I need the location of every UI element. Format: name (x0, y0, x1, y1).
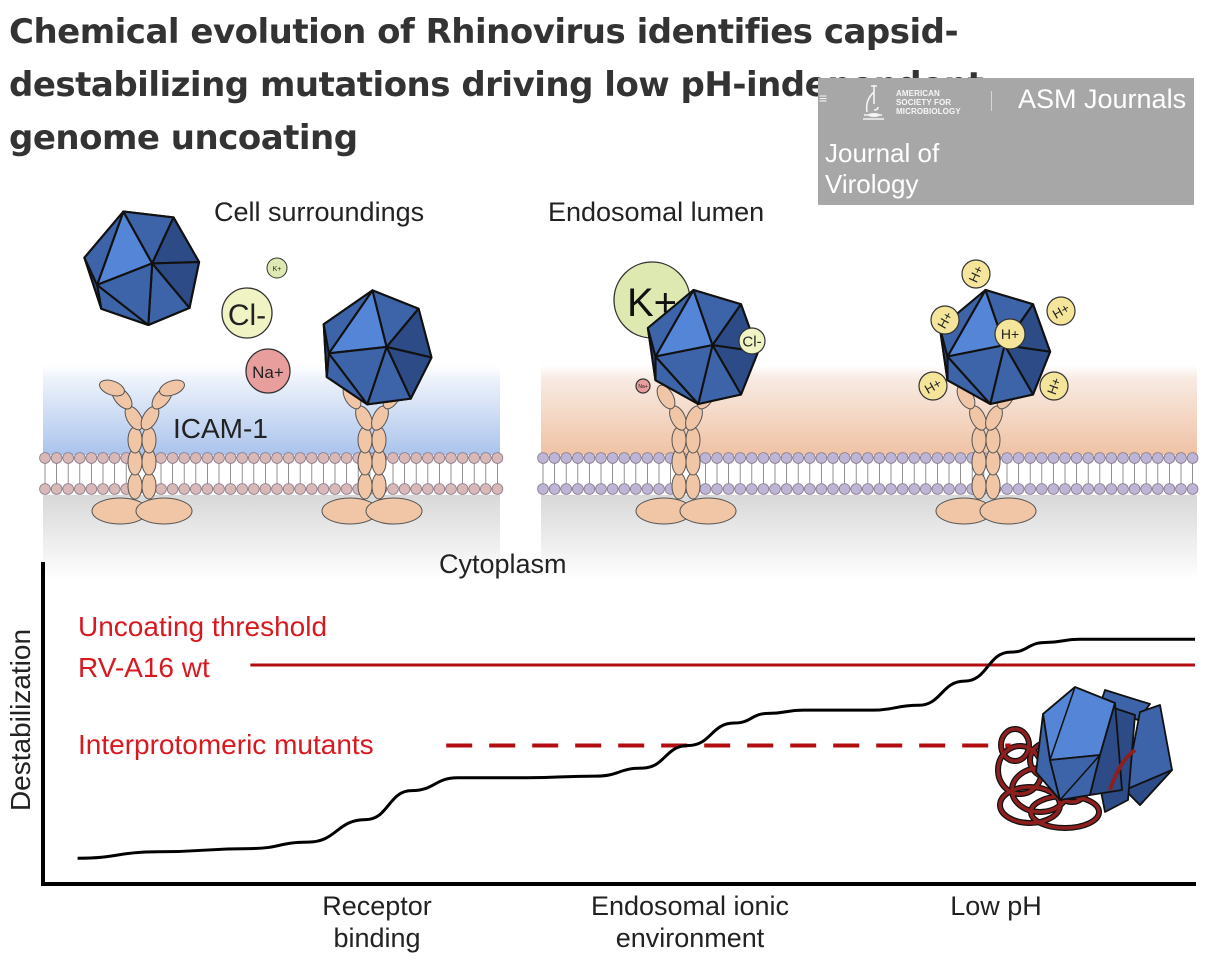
potassium-ion-small: K+ (266, 257, 288, 279)
svg-text:K+: K+ (273, 266, 282, 273)
rhinovirus-capsid-endosome-ionic (646, 288, 760, 406)
proton-ion: H+ (1039, 371, 1069, 401)
uncoated-capsid-with-rna (995, 686, 1173, 831)
society-line-1: AMERICAN (896, 89, 940, 98)
microscope-logo-icon (863, 85, 884, 120)
threshold-wt-label: RV-A16 wt (78, 652, 210, 683)
hamburger-menu-icon[interactable]: ≡ (819, 90, 828, 106)
endosomal-membrane (537, 452, 1199, 495)
svg-text:H+: H+ (1044, 375, 1064, 396)
cell-surroundings-label: Cell surroundings (214, 197, 424, 227)
proton-ion: H+ (961, 259, 991, 289)
chloride-ion: Cl- (221, 287, 273, 339)
journal-banner[interactable]: ≡ AMERICAN SOCIETY FOR MICROBIOLOGY ASM … (818, 78, 1194, 205)
rhinovirus-capsid-bound (322, 289, 433, 406)
endosomal-lumen-label: Endosomal lumen (548, 197, 764, 227)
cytoplasm-label: Cytoplasm (439, 549, 567, 579)
rhinovirus-capsid-low-ph (938, 288, 1052, 406)
cell-membrane (39, 452, 504, 495)
icam1-label: ICAM-1 (173, 413, 268, 444)
svg-text:H+: H+ (922, 375, 944, 396)
chloride-ion-small: Cl- (738, 327, 766, 355)
banner-divider (991, 91, 992, 111)
destabilization-chart: Destabilization Uncoating threshold RV-A… (5, 562, 1196, 953)
proton-ion: H+ (918, 371, 948, 401)
destabilization-curve (77, 637, 1195, 860)
publisher-name[interactable]: ASM Journals (1018, 84, 1187, 114)
svg-text:Na+: Na+ (638, 384, 647, 390)
journal-name[interactable]: Journal of Virology (825, 138, 940, 199)
svg-text:Cl-: Cl- (228, 299, 266, 332)
threshold-mutant-label: Interprotomeric mutants (78, 729, 374, 760)
sodium-ion-small: Na+ (635, 378, 651, 394)
threshold-title: Uncoating threshold (78, 611, 327, 642)
rhinovirus-capsid-free (83, 210, 201, 327)
endosome-region (541, 365, 1197, 455)
icam1-receptor-endosome-1 (635, 384, 737, 525)
society-name: AMERICAN SOCIETY FOR MICROBIOLOGY (896, 89, 961, 116)
x-stage-low-ph: Low pH (950, 891, 1042, 921)
society-line-3: MICROBIOLOGY (896, 107, 961, 116)
icam1-receptor-unbound (91, 379, 193, 525)
svg-text:H+: H+ (1001, 326, 1019, 342)
svg-text:H+: H+ (934, 309, 955, 331)
svg-text:Cl-: Cl- (742, 333, 761, 350)
svg-text:H+: H+ (1050, 300, 1072, 321)
proton-ion: H+ (994, 318, 1026, 350)
svg-text:H+: H+ (966, 263, 987, 285)
proton-ion: H+ (930, 305, 960, 335)
proton-ion: H+ (1046, 296, 1076, 326)
society-line-2: SOCIETY FOR (896, 98, 952, 107)
sodium-ion: Na+ (245, 348, 291, 394)
y-axis-label: Destabilization (5, 629, 36, 811)
svg-text:Na+: Na+ (252, 363, 284, 382)
